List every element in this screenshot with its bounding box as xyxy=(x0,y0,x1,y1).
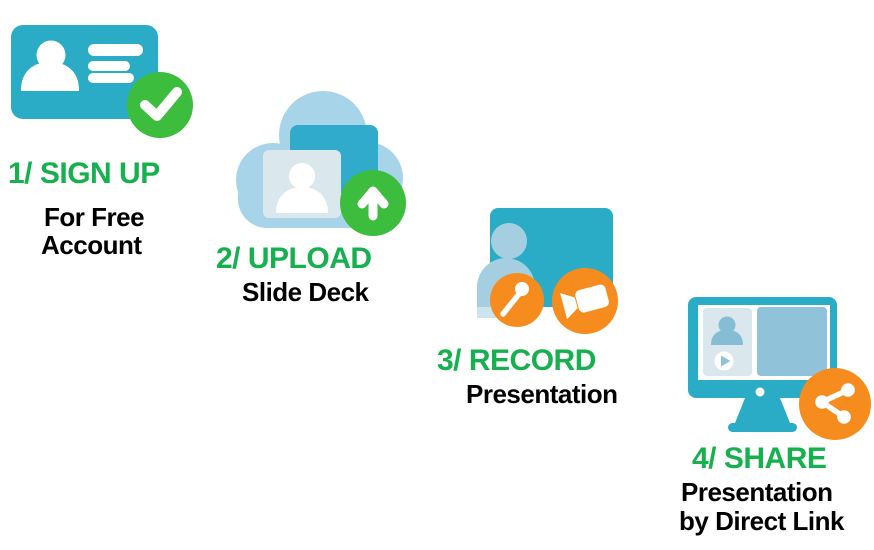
step1-subline-2: Account xyxy=(41,230,142,260)
step3-subline-1: Presentation xyxy=(466,379,618,409)
step4-subline-2: by Direct Link xyxy=(679,506,844,536)
cloud-upload-icon xyxy=(236,91,406,236)
step4-heading: 4/ SHARE xyxy=(692,442,827,475)
monitor-share-icon xyxy=(688,297,871,440)
step2-subline-1: Slide Deck xyxy=(242,277,369,307)
step3-heading: 3/ RECORD xyxy=(437,344,596,377)
step4-subline-1: Presentation xyxy=(681,477,833,507)
id-card-with-check-icon xyxy=(11,25,193,138)
presenter-recording-icon xyxy=(477,208,618,334)
step1-subline-1: For Free xyxy=(44,202,145,232)
step1-heading: 1/ SIGN UP xyxy=(8,157,160,190)
step2-heading: 2/ UPLOAD xyxy=(216,242,372,275)
